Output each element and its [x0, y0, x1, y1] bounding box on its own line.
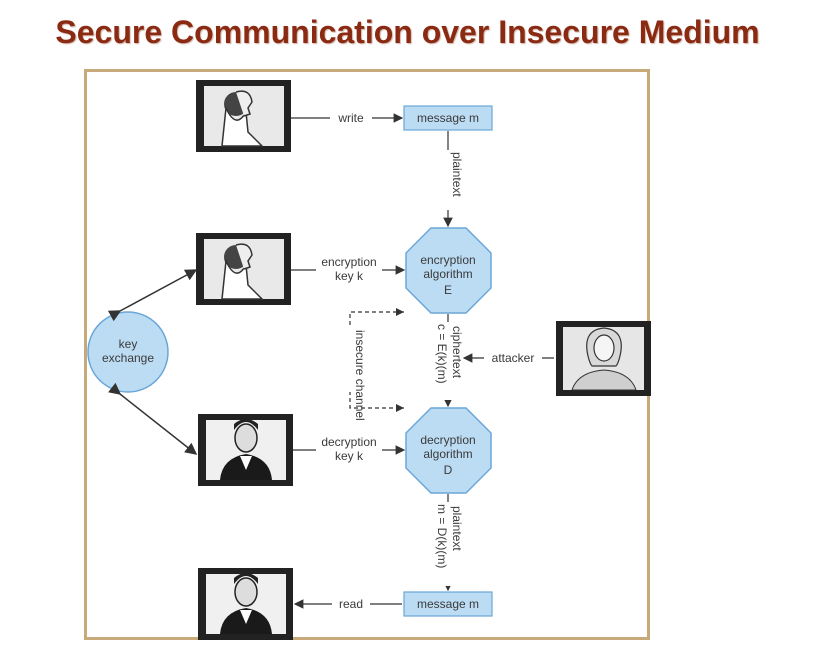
- message-top-box: message m: [403, 105, 493, 131]
- key-exchange-label-1: key: [119, 337, 138, 351]
- slide-title: Secure Communication over Insecure Mediu…: [55, 14, 760, 50]
- decryption-alg-label-3: D: [444, 463, 453, 477]
- message-bottom-box: message m: [403, 591, 493, 617]
- encryption-algorithm-node: encryption algorithm E: [405, 227, 492, 314]
- diagram-frame: [84, 69, 650, 640]
- read-label: read: [339, 597, 363, 611]
- encryption-key-label-1: encryption: [321, 255, 376, 269]
- key-exchange-label-2: exchange: [102, 351, 154, 365]
- key-exchange-to-decryptor-arrow: [108, 382, 198, 455]
- attacker-label: attacker: [492, 351, 535, 365]
- write-label: write: [337, 111, 364, 125]
- encryption-alg-label-3: E: [444, 283, 452, 297]
- message-bottom-label: message m: [417, 597, 479, 611]
- key-exchange-to-encryptor-arrow: [107, 269, 198, 322]
- decryption-algorithm-node: decryption algorithm D: [405, 407, 492, 494]
- plaintext-top-label: plaintext: [450, 152, 464, 197]
- decryption-alg-label-2: algorithm: [423, 447, 472, 461]
- encryptor-person-icon: [196, 233, 291, 305]
- key-exchange-node: key exchange: [87, 311, 169, 393]
- ciphertext-label-1: ciphertext: [450, 326, 464, 379]
- decryption-key-label-1: decryption: [321, 435, 376, 449]
- decryption-alg-label-1: decryption: [420, 433, 475, 447]
- encryption-alg-label-1: encryption: [420, 253, 475, 267]
- plaintext-bottom-label-2: m = D(k)(m): [435, 504, 449, 568]
- decryption-key-label-2: key k: [335, 449, 364, 463]
- writer-person-icon: [196, 80, 291, 152]
- encryption-key-label-2: key k: [335, 269, 364, 283]
- reader-person-icon: [198, 568, 293, 640]
- encryption-alg-label-2: algorithm: [423, 267, 472, 281]
- message-top-label: message m: [417, 111, 479, 125]
- ciphertext-label-2: c = E(k)(m): [435, 324, 449, 384]
- attacker-person-icon: [556, 321, 651, 396]
- insecure-channel-label: insecure channel: [353, 330, 367, 421]
- decryptor-person-icon: [198, 414, 293, 486]
- plaintext-bottom-label-1: plaintext: [450, 506, 464, 551]
